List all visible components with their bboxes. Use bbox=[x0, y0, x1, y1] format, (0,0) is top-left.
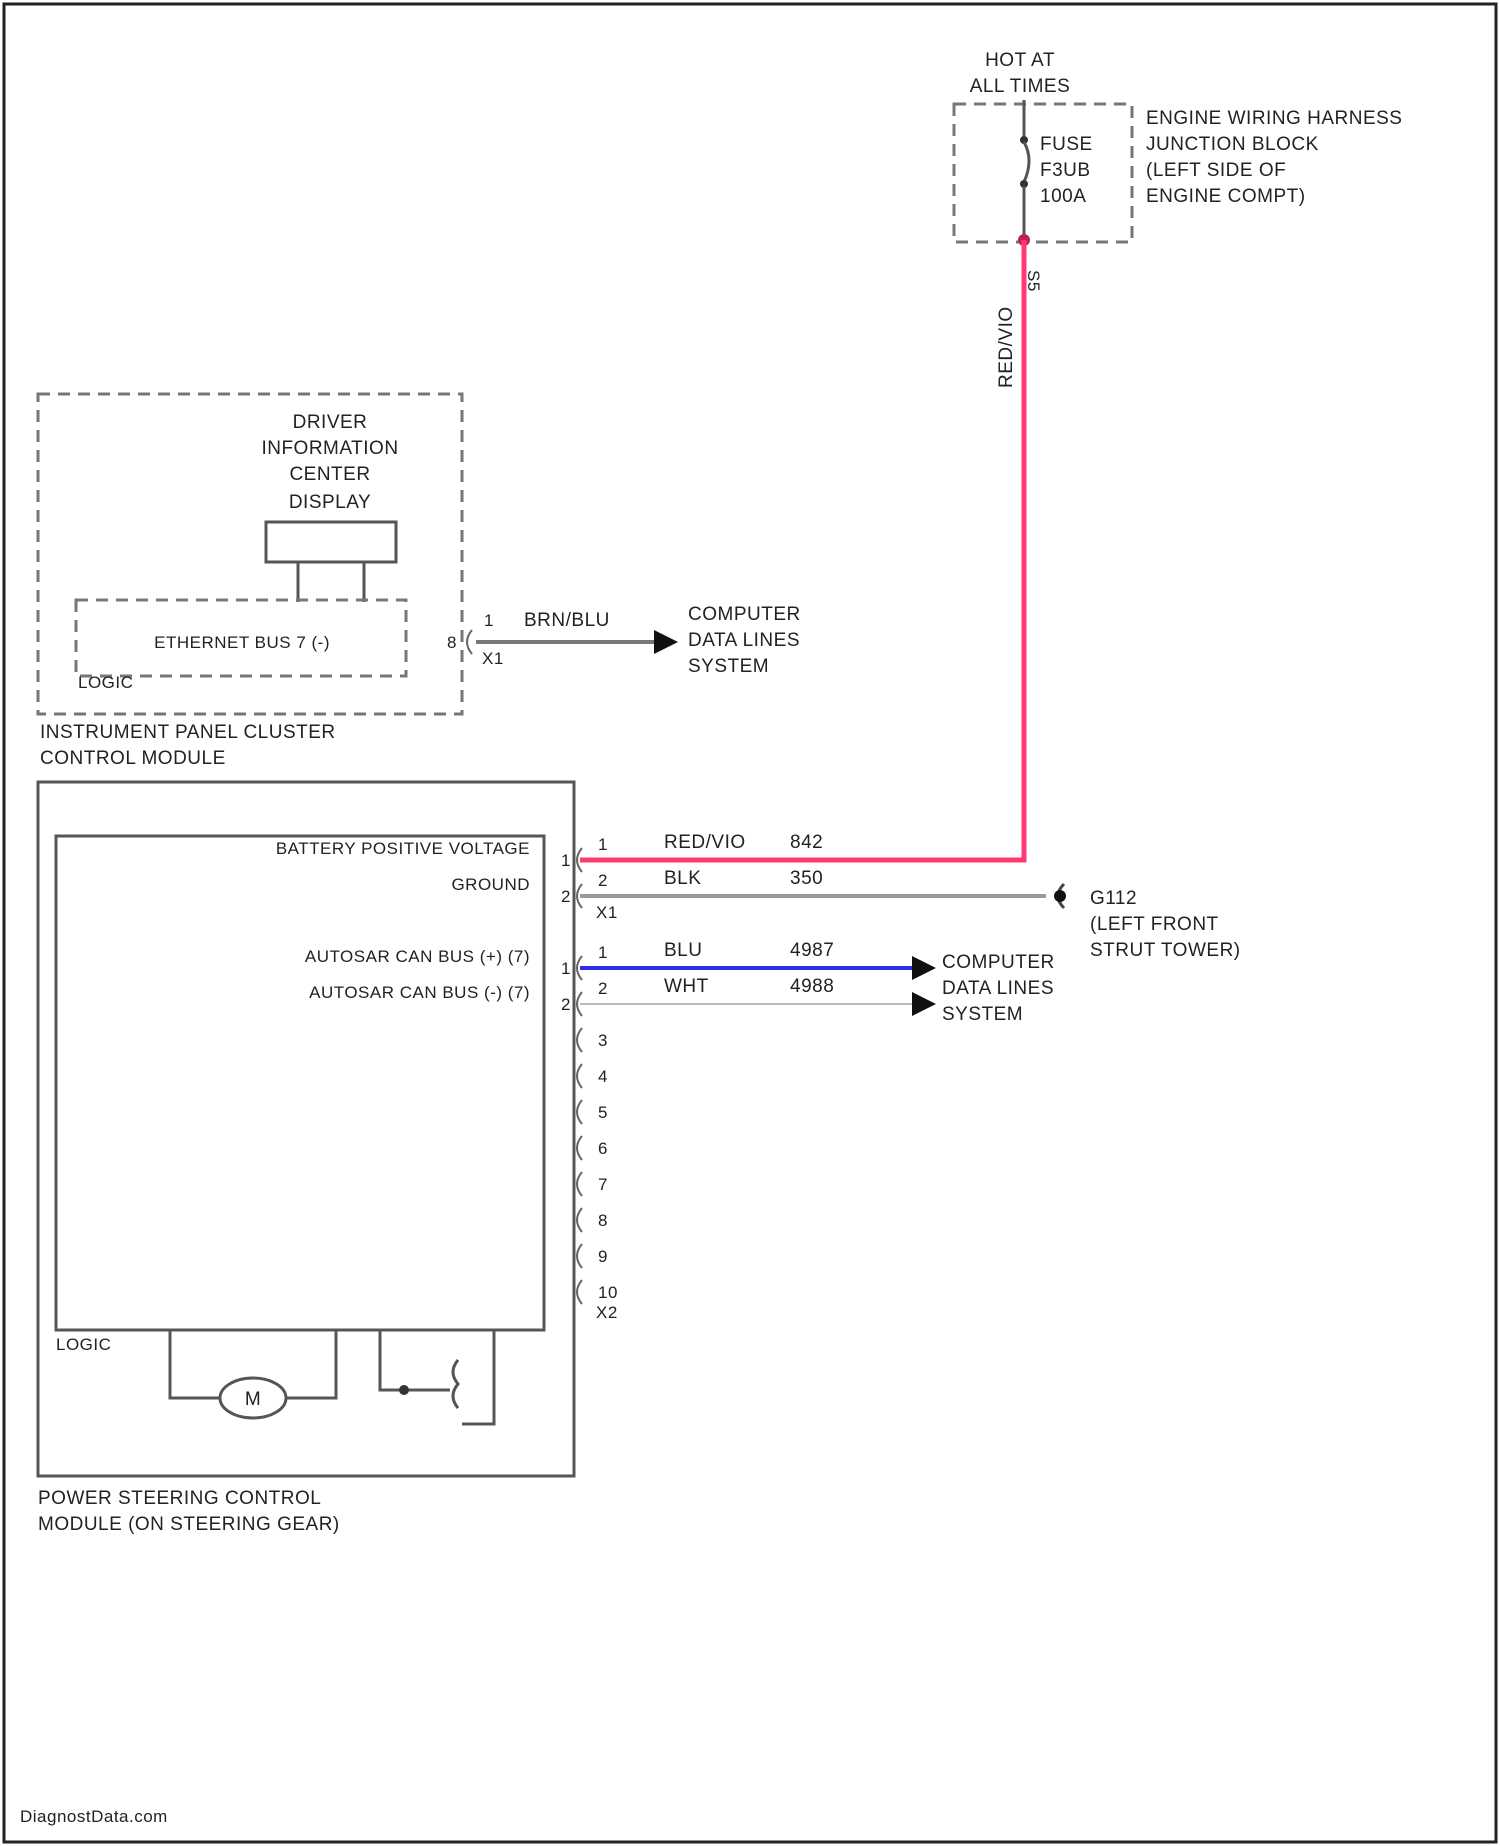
spare-pin-number: 8 bbox=[598, 1211, 608, 1230]
fuse-pin-label: S5 bbox=[1024, 270, 1043, 292]
motor-label: M bbox=[245, 1389, 261, 1410]
power-steering-module: LOGIC M POWER STEERING CONTROL MODULE (O… bbox=[38, 782, 618, 1535]
dic-label-1: DRIVER bbox=[293, 412, 368, 433]
spare-pin-icon bbox=[577, 1208, 582, 1232]
spare-pin-icon bbox=[577, 1100, 582, 1124]
spare-pin-number: 5 bbox=[598, 1103, 608, 1122]
circuit-pin-number: 2 bbox=[598, 871, 608, 890]
ethernet-dest-2: DATA LINES bbox=[688, 630, 800, 651]
circuit-inner-pin: 2 bbox=[561, 995, 571, 1014]
junction-block-name-4: ENGINE COMPT) bbox=[1146, 186, 1306, 207]
sensor-coil-icon bbox=[453, 1360, 458, 1408]
junction-block-name-3: (LEFT SIDE OF bbox=[1146, 160, 1286, 181]
circuit-label: AUTOSAR CAN BUS (-) (7) bbox=[309, 983, 530, 1002]
ethernet-arrow-icon bbox=[654, 630, 678, 654]
ethernet-bus-label: ETHERNET BUS 7 (-) bbox=[154, 633, 330, 652]
fuse-id: F3UB bbox=[1040, 160, 1091, 181]
fuse-rating: 100A bbox=[1040, 186, 1086, 207]
fuse-element-icon bbox=[1024, 142, 1029, 182]
hot-at-label: HOT AT bbox=[985, 50, 1055, 71]
circuit-pin-number: 1 bbox=[598, 943, 608, 962]
can-dest-3: SYSTEM bbox=[942, 1004, 1023, 1025]
circuit-wire-color: BLK bbox=[664, 868, 701, 889]
circuit-label: AUTOSAR CAN BUS (+) (7) bbox=[305, 947, 530, 966]
circuit-inner-pin: 1 bbox=[561, 851, 571, 870]
ipc-connector-pin-icon bbox=[467, 630, 472, 654]
spare-pin-number: 7 bbox=[598, 1175, 608, 1194]
circuit-wire-color: RED/VIO bbox=[664, 832, 746, 853]
pscm-x2-label: X2 bbox=[596, 1303, 618, 1322]
motor-lead-right bbox=[286, 1330, 336, 1398]
spare-pin-icon bbox=[577, 1172, 582, 1196]
can-low-arrow-icon bbox=[912, 992, 936, 1016]
ground-terminal bbox=[1054, 890, 1066, 902]
pscm-x2-spare-pins: 3 4 5 6 7 8 9 10 bbox=[577, 1028, 618, 1304]
can-dest-2: DATA LINES bbox=[942, 978, 1054, 999]
circuit-number: 350 bbox=[790, 868, 823, 889]
ipc-name-2: CONTROL MODULE bbox=[40, 748, 226, 769]
can-high-arrow-icon bbox=[912, 956, 936, 980]
junction-block-name-2: JUNCTION BLOCK bbox=[1146, 134, 1319, 155]
circuit-inner-pin: 1 bbox=[561, 959, 571, 978]
can-dest-1: COMPUTER bbox=[942, 952, 1055, 973]
ground-id: G112 bbox=[1090, 888, 1137, 909]
spare-pin-icon bbox=[577, 1064, 582, 1088]
dic-label-4: DISPLAY bbox=[289, 492, 371, 513]
spare-pin-number: 9 bbox=[598, 1247, 608, 1266]
ipc-logic-label: LOGIC bbox=[78, 673, 133, 692]
circuit-inner-pin: 2 bbox=[561, 887, 571, 906]
ethernet-dest-3: SYSTEM bbox=[688, 656, 769, 677]
diagram-border bbox=[4, 4, 1496, 1842]
fuse-block: HOT AT ALL TIMES FUSE F3UB 100A ENGINE W… bbox=[954, 50, 1402, 388]
spare-pin-icon bbox=[577, 1028, 582, 1052]
ethernet-dest-1: COMPUTER bbox=[688, 604, 801, 625]
ground-location-2: STRUT TOWER) bbox=[1090, 940, 1241, 961]
dic-label-3: CENTER bbox=[289, 464, 370, 485]
motor-lead-left bbox=[170, 1330, 220, 1398]
instrument-cluster-module: DRIVER INFORMATION CENTER DISPLAY ETHERN… bbox=[38, 394, 801, 769]
circuit-pin-number: 1 bbox=[598, 835, 608, 854]
spare-pin-icon bbox=[577, 1280, 582, 1304]
all-times-label: ALL TIMES bbox=[970, 76, 1071, 97]
spare-pin-number: 3 bbox=[598, 1031, 608, 1050]
circuit-number: 4988 bbox=[790, 976, 834, 997]
ethernet-wire-color: BRN/BLU bbox=[524, 610, 610, 631]
fuse-label: FUSE bbox=[1040, 134, 1093, 155]
circuit-label: BATTERY POSITIVE VOLTAGE bbox=[276, 839, 530, 858]
power-wire bbox=[580, 240, 1024, 860]
ethernet-bus-pin: 8 bbox=[447, 633, 457, 652]
sensor-node bbox=[399, 1385, 409, 1395]
circuit-wire-color: BLU bbox=[664, 940, 702, 961]
pscm-x1-label: X1 bbox=[596, 903, 618, 922]
spare-pin-number: 10 bbox=[598, 1283, 618, 1302]
circuit-pin-number: 2 bbox=[598, 979, 608, 998]
circuit-wire-color: WHT bbox=[664, 976, 709, 997]
ground-location-1: (LEFT FRONT bbox=[1090, 914, 1219, 935]
pscm-logic-box bbox=[56, 836, 544, 1330]
ipc-connector-pin: 1 bbox=[484, 611, 494, 630]
pscm-name-1: POWER STEERING CONTROL bbox=[38, 1488, 321, 1509]
circuit-number: 4987 bbox=[790, 940, 834, 961]
display-icon bbox=[266, 522, 396, 562]
ipc-name-1: INSTRUMENT PANEL CLUSTER bbox=[40, 722, 336, 743]
spare-pin-number: 4 bbox=[598, 1067, 608, 1086]
junction-block-name-1: ENGINE WIRING HARNESS bbox=[1146, 108, 1402, 129]
spare-pin-number: 6 bbox=[598, 1139, 608, 1158]
pscm-name-2: MODULE (ON STEERING GEAR) bbox=[38, 1514, 340, 1535]
ipc-connector-id: X1 bbox=[482, 649, 504, 668]
feed-wire-color: RED/VIO bbox=[996, 306, 1017, 388]
spare-pin-icon bbox=[577, 1244, 582, 1268]
pscm-logic-label: LOGIC bbox=[56, 1335, 111, 1354]
circuit-label: GROUND bbox=[451, 875, 530, 894]
sensor-lead bbox=[380, 1330, 450, 1390]
sensor-loop bbox=[462, 1330, 494, 1424]
watermark: DiagnostData.com bbox=[20, 1807, 168, 1826]
circuit-number: 842 bbox=[790, 832, 823, 853]
spare-pin-icon bbox=[577, 1136, 582, 1160]
dic-label-2: INFORMATION bbox=[261, 438, 398, 459]
